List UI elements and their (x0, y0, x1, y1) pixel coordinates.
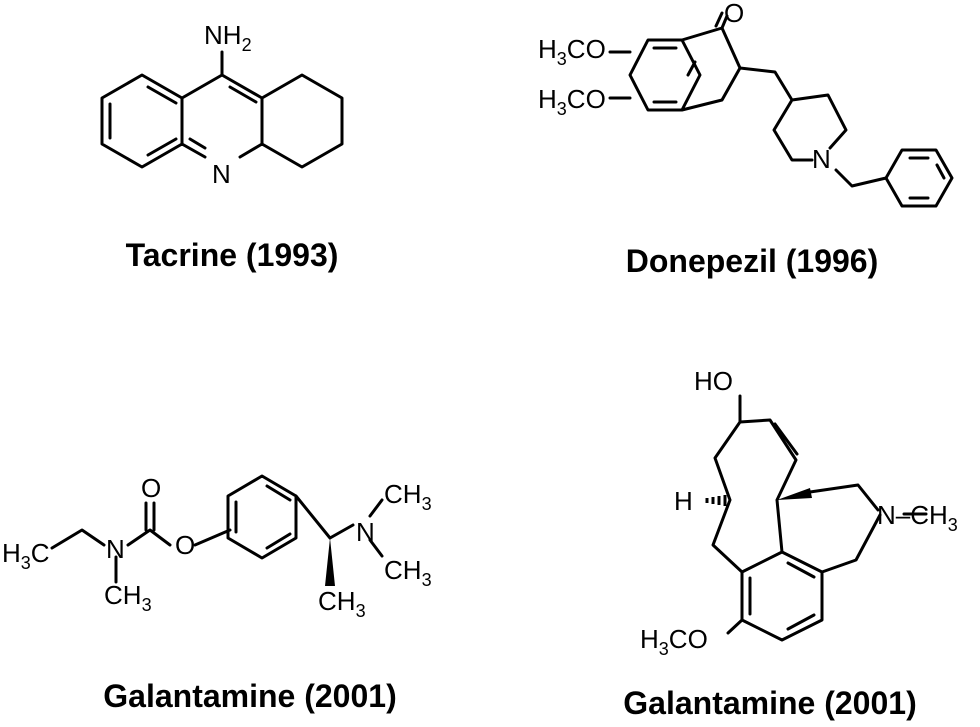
svg-text:CH3: CH3 (318, 586, 366, 621)
rivastigmine-structure: O O H3C N CH3 N CH3 CH3 CH3 (2, 473, 432, 621)
rivastigmine-caption: Galantamine (2001) (103, 678, 396, 714)
galantamine-n-methyl: N–CH (877, 500, 948, 530)
svg-text:H3CO: H3CO (538, 34, 606, 69)
svg-text:CH3: CH3 (384, 555, 432, 590)
svg-text:H3CO: H3CO (640, 624, 708, 659)
galantamine-bonds (711, 394, 928, 642)
tacrine-amine-label: NH (204, 20, 242, 50)
donepezil-meo1-h: H (538, 34, 557, 64)
galantamine-meo-h: H (640, 624, 659, 654)
rivastigmine-methyl-2: CH (384, 555, 422, 585)
donepezil-caption: Donepezil (1996) (626, 243, 879, 279)
donepezil-oxo: O (724, 0, 744, 28)
donepezil-structure: O H3CO H3CO N (538, 0, 954, 208)
rivastigmine-chiral-methyl-sub: 3 (356, 601, 366, 621)
svg-text:NH2: NH2 (204, 20, 252, 55)
rivastigmine-ethyl-sub: 3 (21, 553, 31, 573)
rivastigmine-carbonyl-o: O (141, 473, 161, 503)
tacrine-bonds (100, 50, 344, 169)
galantamine-hydrogen: H (674, 486, 693, 516)
galantamine-hashed-bond (705, 495, 727, 506)
svg-text:CH3: CH3 (104, 580, 152, 615)
galantamine-structure: HO H N–CH3 H3CO (640, 366, 958, 659)
svg-text:H3C: H3C (2, 538, 50, 573)
rivastigmine-chiral-methyl: CH (318, 586, 356, 616)
donepezil-piperidine-n: N (812, 144, 831, 174)
donepezil-meo1-sub: 3 (557, 49, 567, 69)
tacrine-amine-subscript: 2 (242, 35, 252, 55)
svg-text:CH3: CH3 (384, 479, 432, 514)
rivastigmine-carbamate-n: N (106, 534, 125, 564)
galantamine-meo-co: CO (669, 624, 708, 654)
galantamine-hydroxyl: HO (694, 366, 733, 396)
rivastigmine-ester-o: O (175, 530, 195, 560)
donepezil-meo1-co: CO (567, 34, 606, 64)
rivastigmine-n-methyl: CH (104, 580, 142, 610)
svg-text:H3CO: H3CO (538, 84, 606, 119)
rivastigmine-methyl-2-sub: 3 (422, 570, 432, 590)
rivastigmine-methyl-1: CH (384, 479, 422, 509)
donepezil-bonds (608, 11, 954, 208)
galantamine-n-methyl-sub: 3 (948, 515, 958, 535)
tacrine-ring-nitrogen: N (212, 159, 231, 189)
galantamine-stereo-wedge (777, 488, 812, 500)
donepezil-meo2-h: H (538, 84, 557, 114)
svg-text:N–CH3: N–CH3 (877, 500, 958, 535)
donepezil-meo2-co: CO (567, 84, 606, 114)
rivastigmine-methyl-1-sub: 3 (422, 494, 432, 514)
rivastigmine-n-methyl-sub: 3 (142, 595, 152, 615)
rivastigmine-stereo-wedge (325, 538, 335, 586)
tacrine-caption: Tacrine (1993) (126, 237, 339, 273)
donepezil-meo2-sub: 3 (557, 99, 567, 119)
galantamine-meo-sub: 3 (659, 639, 669, 659)
galantamine-caption: Galantamine (2001) (623, 685, 916, 721)
rivastigmine-amine-n: N (356, 517, 375, 547)
tacrine-structure: NH2 N (100, 20, 344, 189)
rivastigmine-ethyl-h: H (2, 538, 21, 568)
rivastigmine-ethyl-c: C (31, 538, 50, 568)
rivastigmine-bonds (50, 474, 384, 584)
